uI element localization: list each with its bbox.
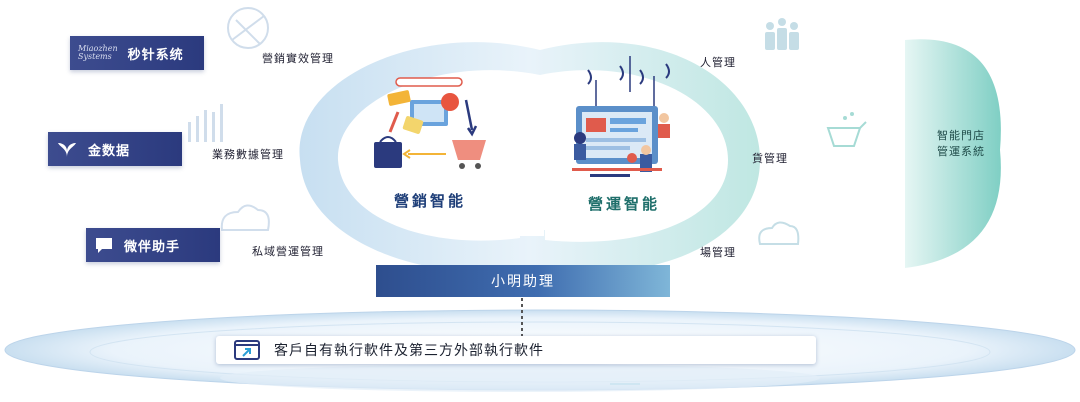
marketing-illustration xyxy=(374,77,486,169)
product-badge-weiban: 微伴助手 xyxy=(86,228,220,262)
product-badge-miaozhen: Miaozhen Systems 秒针系统 xyxy=(70,36,204,70)
sublabel-business-data: 業務數據管理 xyxy=(212,148,284,161)
cloud-icon xyxy=(758,221,800,245)
platform-shadow xyxy=(220,364,820,392)
product-badge-jinshuju: 金数据 xyxy=(48,132,182,166)
marketing-intelligence-title: 營銷智能 xyxy=(394,192,467,210)
operations-illustration xyxy=(572,56,670,177)
xiaoming-assistant-bar: 小明助理 xyxy=(376,265,670,297)
product-name: 微伴助手 xyxy=(124,239,181,255)
execution-software-label: 客戶自有執行軟件及第三方外部執行軟件 xyxy=(274,343,544,359)
people-icon xyxy=(765,18,799,50)
people-management-label: 人管理 xyxy=(700,56,736,69)
goods-management-label: 貨管理 xyxy=(752,152,788,165)
store-system-shape xyxy=(905,39,1001,268)
basket-icon xyxy=(826,112,867,147)
cloud-watermark-icon-left xyxy=(220,204,270,231)
chat-bubble-icon xyxy=(94,236,114,254)
execution-software-bar: 客戶自有執行軟件及第三方外部執行軟件 xyxy=(216,336,816,364)
bar-chart-watermark-icon xyxy=(188,104,223,142)
dna-watermark-icon xyxy=(227,7,269,49)
operations-intelligence-title: 營運智能 xyxy=(588,195,661,213)
venue-management-label: 場管理 xyxy=(700,246,736,259)
leaf-icon xyxy=(56,139,78,159)
miaozhen-logo-icon: Miaozhen Systems xyxy=(78,44,118,61)
sublabel-marketing-effect: 營銷實效管理 xyxy=(262,52,334,65)
sublabel-private-domain: 私域營運管理 xyxy=(252,245,324,258)
store-system-label: 智能門店 管運系統 xyxy=(937,129,985,158)
product-name: 金数据 xyxy=(88,143,131,159)
product-name: 秒针系统 xyxy=(127,47,184,63)
external-app-icon xyxy=(234,340,260,360)
